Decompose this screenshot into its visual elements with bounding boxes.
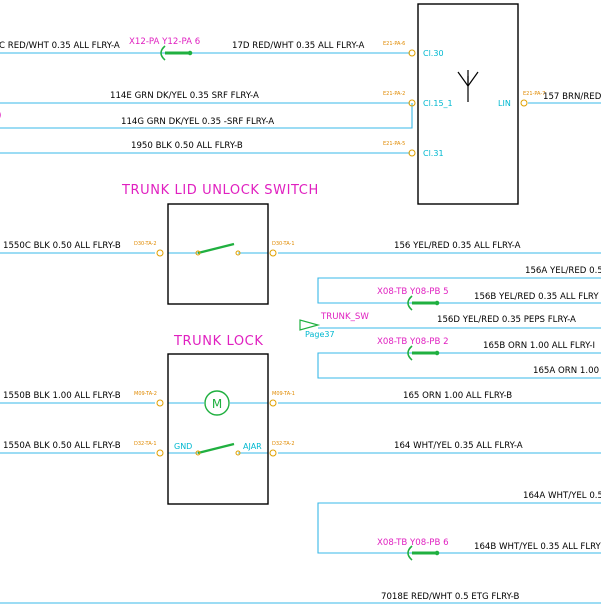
connector-x08-2: X08-TB Y08-PB 2 <box>377 337 449 361</box>
switch-title: TRUNK LID UNLOCK SWITCH <box>121 183 319 198</box>
wire-labels: C RED/WHT 0.35 ALL FLRY-A 17D RED/WHT 0.… <box>0 41 601 602</box>
trunk-lock: TRUNK LOCK M GND AJAR M09-TA-2 M09-TA-1 … <box>134 334 295 505</box>
offpage-page: Page37 <box>305 330 335 339</box>
lock-box <box>167 353 269 505</box>
pin-cl15: Cl.15_1 <box>423 99 453 108</box>
node-m09-ta1 <box>269 399 277 407</box>
node-d30-ta2 <box>156 249 164 257</box>
motor-label: M <box>212 397 222 411</box>
ajar-contact-left <box>195 450 201 456</box>
term-d30-ta2: D30-TA-2 <box>134 241 157 247</box>
ajar-contact <box>197 442 235 455</box>
connector-x12: X12-PA Y12-PA 6 <box>129 37 200 61</box>
node-d32-ta2 <box>269 449 277 457</box>
pin-lin: LIN <box>498 99 511 108</box>
switch-contact-left <box>195 250 201 256</box>
label-wire-17d: 17D RED/WHT 0.35 ALL FLRY-A <box>232 41 364 51</box>
label-wire-top-left: C RED/WHT 0.35 ALL FLRY-A <box>0 41 120 51</box>
term-d32-ta2: D32-TA-2 <box>272 441 295 447</box>
label-wire-157: 157 BRN/RED <box>543 92 601 102</box>
label-wire-156: 156 YEL/RED 0.35 ALL FLRY-A <box>394 241 521 251</box>
wires <box>0 52 601 604</box>
label-wire-1950: 1950 BLK 0.50 ALL FLRY-B <box>131 141 243 151</box>
label-wire-164b: 164B WHT/YEL 0.35 ALL FLRY <box>474 542 601 552</box>
connector-x08-5: X08-TB Y08-PB 5 <box>377 287 449 311</box>
label-wire-165a: 165A ORN 1.00 <box>533 366 599 376</box>
term-d32-ta1: D32-TA-1 <box>134 441 157 447</box>
pin-cl31: Cl.31 <box>423 149 444 158</box>
switch-contact-right <box>235 250 241 256</box>
connector-x08-6: X08-TB Y08-PB 6 <box>377 538 449 561</box>
connector-x08-6-label: X08-TB Y08-PB 6 <box>377 538 449 548</box>
label-wire-156d: 156D YEL/RED 0.35 PEPS FLRY-A <box>437 315 576 325</box>
label-wire-1550a: 1550A BLK 0.50 ALL FLRY-B <box>3 441 121 451</box>
offpage-arrow-icon <box>299 319 321 331</box>
ajar-contact-right <box>235 450 241 456</box>
connector-x12-label: X12-PA Y12-PA 6 <box>129 37 200 47</box>
wire-114g <box>0 103 413 129</box>
term-e21-pa6: E21-PA-6 <box>383 41 405 47</box>
switch-contact <box>197 242 235 255</box>
term-e21-pa2: E21-PA-2 <box>383 91 405 97</box>
term-m09-ta2: M09-TA-2 <box>134 391 157 397</box>
node-cl31 <box>408 149 416 157</box>
offpage-trunk-sw: TRUNK_SW Page37 <box>299 312 369 339</box>
connector-x08-5-label: X08-TB Y08-PB 5 <box>377 287 449 297</box>
label-wire-114g: 114G GRN DK/YEL 0.35 -SRF FLRY-A <box>121 117 274 127</box>
node-lin <box>520 99 528 107</box>
pin-cl30: Cl.30 <box>423 49 444 58</box>
antenna-box <box>417 3 519 205</box>
trunk-lid-unlock-switch: TRUNK LID UNLOCK SWITCH D30-TA-2 D30-TA-… <box>121 183 319 305</box>
label-wire-7018e: 7018E RED/WHT 0.5 ETG FLRY-B <box>381 592 520 602</box>
node-d30-ta1 <box>269 249 277 257</box>
connector-x08-2-label: X08-TB Y08-PB 2 <box>377 337 449 347</box>
lock-title: TRUNK LOCK <box>173 334 263 349</box>
label-wire-114e: 114E GRN DK/YEL 0.35 SRF FLRY-A <box>110 91 259 101</box>
term-m09-ta1: M09-TA-1 <box>272 391 295 397</box>
node-cl15 <box>408 99 416 107</box>
term-d30-ta1: D30-TA-1 <box>272 241 295 247</box>
label-wire-156b: 156B YEL/RED 0.35 ALL FLRY <box>474 292 599 302</box>
term-e21-pa5: E21-PA-5 <box>383 141 405 147</box>
pin-gnd: GND <box>174 442 192 451</box>
switch-box <box>167 203 269 305</box>
label-wire-164: 164 WHT/YEL 0.35 ALL FLRY-A <box>394 441 523 451</box>
label-wire-165b: 165B ORN 1.00 ALL FLRY-I <box>483 341 595 351</box>
wire-156a-b-loop <box>317 277 601 304</box>
wire-164a-b-loop <box>317 502 601 554</box>
node-m09-ta2 <box>156 399 164 407</box>
node-cl30 <box>408 49 416 57</box>
pin-ajar: AJAR <box>243 442 262 451</box>
motor-icon <box>204 390 230 416</box>
label-wire-1550c: 1550C BLK 0.50 ALL FLRY-B <box>3 241 121 251</box>
offpage-signal: TRUNK_SW <box>320 312 369 322</box>
antenna-icon <box>457 70 479 102</box>
wire-165a-b-loop <box>317 352 601 379</box>
edge-marker: ) <box>0 111 2 121</box>
term-e21-pa7: E21-PA-7 <box>523 91 545 97</box>
label-wire-1550b: 1550B BLK 1.00 ALL FLRY-B <box>3 391 121 401</box>
antenna-module: Cl.30 Cl.15_1 Cl.31 LIN E21-PA-6 E21-PA-… <box>383 3 545 205</box>
label-wire-156a: 156A YEL/RED 0.5 <box>525 266 601 276</box>
label-wire-164a: 164A WHT/YEL 0.5 <box>523 491 601 501</box>
node-d32-ta1 <box>156 449 164 457</box>
label-wire-165: 165 ORN 1.00 ALL FLRY-B <box>403 391 512 401</box>
inline-connectors: X12-PA Y12-PA 6 X08-TB Y08-PB 5 X08-TB Y… <box>129 37 449 561</box>
